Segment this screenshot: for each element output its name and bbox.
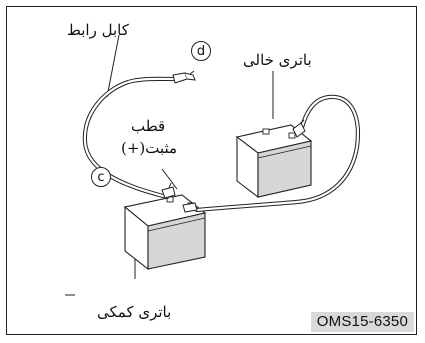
figure-code: OMS15-6350 <box>310 312 414 332</box>
dead-battery-clamp <box>292 119 306 138</box>
leader-cable <box>106 34 120 98</box>
cable-label: کابل رابط <box>67 21 129 39</box>
booster-battery-label: باتری کمکی <box>97 303 172 321</box>
booster-second-clamp <box>182 202 198 213</box>
positive-cable <box>82 76 178 200</box>
booster-positive-clamp <box>161 182 176 199</box>
dead-battery-label: باتری خالی <box>243 51 312 69</box>
terminal-label-line2: مثبت(+) <box>121 139 178 157</box>
diagram-frame: کابل رابط باتری خالی قطب مثبت(+) باتری ک… <box>6 6 417 335</box>
dangling-clamp <box>172 70 196 84</box>
second-cable <box>194 94 360 213</box>
booster-battery <box>123 194 207 271</box>
dead-battery <box>235 124 313 199</box>
leader-terminal <box>161 168 178 190</box>
jump-start-illustration <box>65 34 360 296</box>
marker-d: d <box>191 41 211 61</box>
terminal-label-line1: قطب <box>131 117 166 135</box>
marker-c: c <box>91 167 111 187</box>
